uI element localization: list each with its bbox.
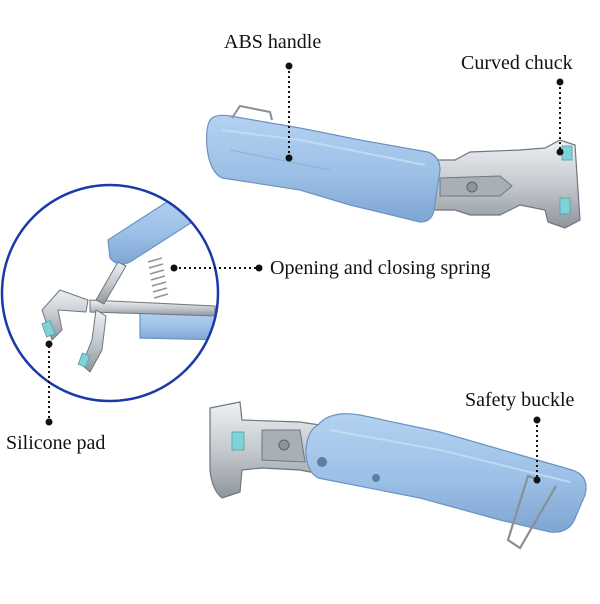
label-abs-handle: ABS handle bbox=[224, 31, 322, 53]
top-clip-pad bbox=[561, 145, 573, 161]
callout-dot-abs-bottom bbox=[285, 154, 293, 162]
callout-dot-buckle-top bbox=[533, 416, 541, 424]
bottom-clip-hole-2 bbox=[372, 474, 380, 482]
safety-buckle-wire bbox=[506, 474, 557, 550]
open-clip-upper-jaw bbox=[41, 289, 89, 341]
bottom-clip bbox=[209, 401, 587, 550]
callout-dot-buckle-bottom bbox=[533, 476, 541, 484]
bottom-clip-pad bbox=[231, 431, 245, 451]
label-safety-buckle: Safety buckle bbox=[465, 389, 575, 411]
label-silicone-pad: Silicone pad bbox=[6, 432, 106, 454]
bottom-clip-handle bbox=[305, 413, 587, 533]
callout-dot-spring-right bbox=[255, 264, 263, 272]
callouts bbox=[48, 66, 561, 478]
label-opening-closing-spring: Opening and closing spring bbox=[270, 257, 491, 279]
callout-dot-pad-bottom bbox=[45, 418, 53, 426]
callout-dot-chuck-top bbox=[556, 78, 564, 86]
label-curved-chuck: Curved chuck bbox=[461, 52, 573, 74]
callout-dots bbox=[45, 62, 564, 484]
open-clip-pad bbox=[41, 320, 56, 338]
top-clip-wire-loop bbox=[231, 104, 273, 121]
callout-dot-pad-top bbox=[45, 340, 53, 348]
callout-dot-abs-top bbox=[285, 62, 293, 70]
zoom-circle-border bbox=[0, 183, 220, 403]
open-clip-spring bbox=[147, 257, 169, 299]
callout-dot-spring-left bbox=[170, 264, 178, 272]
bottom-clip-hole-1 bbox=[317, 457, 327, 467]
callout-dot-chuck-bottom bbox=[556, 148, 564, 156]
top-clip bbox=[205, 104, 581, 229]
